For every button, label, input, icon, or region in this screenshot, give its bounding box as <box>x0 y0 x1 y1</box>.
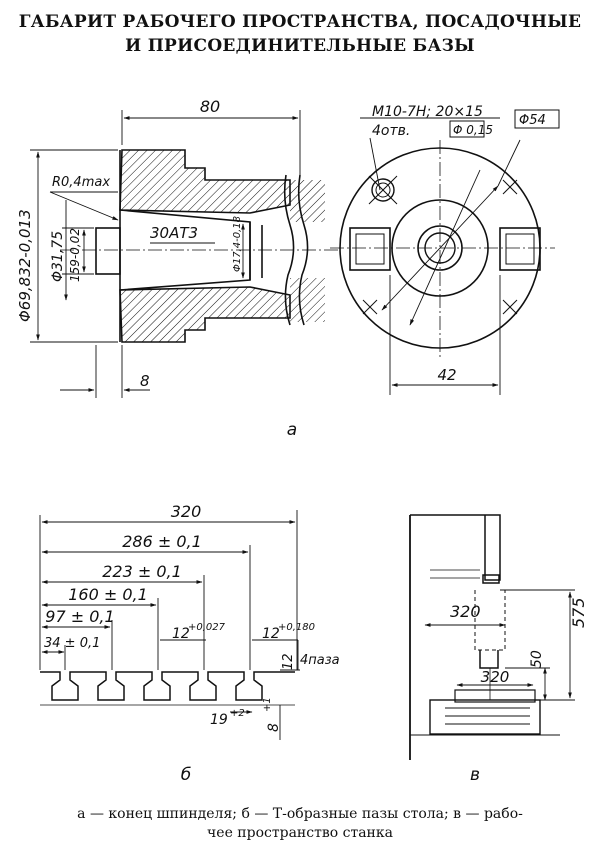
dim-97: 97 ± 0,1 <box>45 607 114 626</box>
dim-575: 575 <box>569 597 588 628</box>
dim-19: 19 <box>210 712 228 728</box>
figure-b-table-profile <box>40 671 295 706</box>
slots-count: 4паза <box>300 653 340 668</box>
dim-320-lower: 320 <box>481 668 510 686</box>
dim-diameter-31-75: Φ31,75 <box>50 231 66 282</box>
figure-a-label: а <box>287 420 297 440</box>
dim-diameter-17-4: Φ17,4-0,18 <box>232 216 243 272</box>
dim-320: 320 <box>171 502 202 521</box>
figure-a-end-view <box>330 137 555 395</box>
feature-control-frame <box>360 109 560 138</box>
figure-v-label: в <box>470 765 480 785</box>
position-tolerance: Φ 0,15 <box>453 123 493 137</box>
page-title-line-1: ГАБАРИТ РАБОЧЕГО ПРОСТРАНСТВА, ПОСАДОЧНЫ… <box>18 12 582 32</box>
dim-8b-tolerance: +1 <box>262 697 273 712</box>
page-title-line-2: И ПРИСОЕДИНИТЕЛЬНЫЕ БАЗЫ <box>125 36 475 56</box>
dim-12a-tolerance: +0,027 <box>188 622 226 633</box>
figure-b-dimensions <box>39 510 300 740</box>
dim-34: 34 ± 0,1 <box>44 636 100 651</box>
dim-80: 80 <box>200 97 220 116</box>
caption-line-2: чее пространство станка <box>207 825 393 841</box>
figure-v-machine-outline <box>409 514 560 760</box>
dim-12b-tolerance: +0,180 <box>278 622 315 633</box>
dim-286: 286 ± 0,1 <box>122 532 202 551</box>
dim-42: 42 <box>437 366 456 384</box>
dim-12c: 12 <box>281 653 296 670</box>
dim-12a: 12 <box>172 626 190 642</box>
taper-label: 30АТ3 <box>150 224 198 242</box>
dim-159: 159-0,02 <box>68 228 82 282</box>
dim-diameter-54: Φ54 <box>519 113 546 128</box>
figure-a-spindle-section <box>60 149 340 343</box>
dim-19-tolerance: +2 <box>230 708 245 719</box>
dim-diameter-main: Φ69,832-0,013 <box>16 209 34 322</box>
dim-320-upper: 320 <box>450 602 481 621</box>
dim-8b: 8 <box>266 723 282 732</box>
figure-a-dimensions <box>30 110 301 398</box>
dim-12b: 12 <box>262 626 280 642</box>
caption-line-1: а — конец шпинделя; б — Т-образные пазы … <box>77 806 523 822</box>
holes-count: 4отв. <box>372 123 410 139</box>
figure-b-label: б <box>181 765 191 785</box>
dim-radius: R0,4max <box>52 175 110 190</box>
dim-223: 223 ± 0,1 <box>102 562 182 581</box>
thread-spec: М10-7Н; 20×15 <box>372 104 483 120</box>
dim-160: 160 ± 0,1 <box>68 585 148 604</box>
dim-50: 50 <box>529 650 545 668</box>
dim-8: 8 <box>140 372 150 390</box>
figure-v-dimensions <box>424 589 575 701</box>
